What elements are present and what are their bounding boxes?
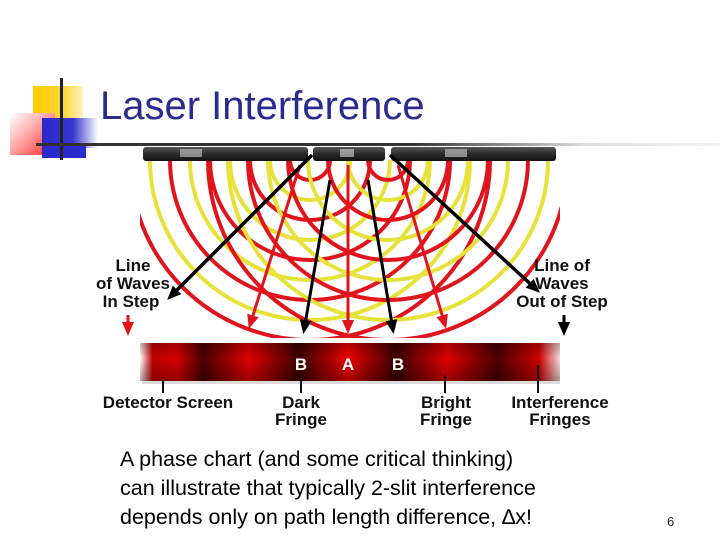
caption-line-2: can illustrate that typically 2-slit int… <box>120 476 536 500</box>
bright-fringe-label-line1: Bright <box>421 393 471 412</box>
red-direction-arrows <box>122 164 448 336</box>
leader-ticks <box>162 365 539 393</box>
caption-line-1: A phase chart (and some critical thinkin… <box>120 447 514 471</box>
detector-screen <box>140 343 560 384</box>
out-step-label-line3: Out of Step <box>516 292 608 311</box>
slit-barrier <box>143 147 556 161</box>
slide-title: Laser Interference <box>100 84 425 128</box>
fringe-label-b-left: B <box>295 355 307 374</box>
dark-fringe-label-line2: Fringe <box>275 410 327 429</box>
out-step-label-line1: Line of <box>534 256 590 275</box>
in-step-label: Line of Waves In Step <box>96 256 170 311</box>
bright-fringe-label-line2: Fringe <box>420 410 472 429</box>
caption-line-3: depends only on path length difference, … <box>120 505 532 529</box>
dark-fringe-label: Dark Fringe <box>275 393 327 429</box>
in-step-label-line1: Line <box>116 256 151 275</box>
detector-screen-label: Detector Screen <box>103 393 233 412</box>
bright-fringe-label: Bright Fringe <box>420 393 472 429</box>
black-direction-arrows <box>299 179 570 336</box>
title-rule <box>36 143 720 146</box>
interference-fringes-label-line2: Fringes <box>529 410 590 429</box>
decor-blue-square-lower <box>42 146 86 158</box>
slide-caption: A phase chart (and some critical thinkin… <box>120 445 536 532</box>
dark-fringe-label-line1: Dark <box>282 393 320 412</box>
fringe-label-b-right: B <box>392 355 404 374</box>
page-number: 6 <box>667 514 675 529</box>
decor-vertical-line <box>60 78 63 160</box>
fringe-label-a: A <box>342 355 354 374</box>
interference-fringes-label-line1: Interference <box>511 393 608 412</box>
interference-fringes-label: Interference Fringes <box>511 393 608 429</box>
in-step-label-line2: of Waves <box>96 274 170 293</box>
out-of-step-label: Line of Waves Out of Step <box>516 256 608 311</box>
in-step-label-line3: In Step <box>103 292 160 311</box>
out-step-label-line2: Waves <box>535 274 588 293</box>
annotation-arrows <box>167 153 540 300</box>
